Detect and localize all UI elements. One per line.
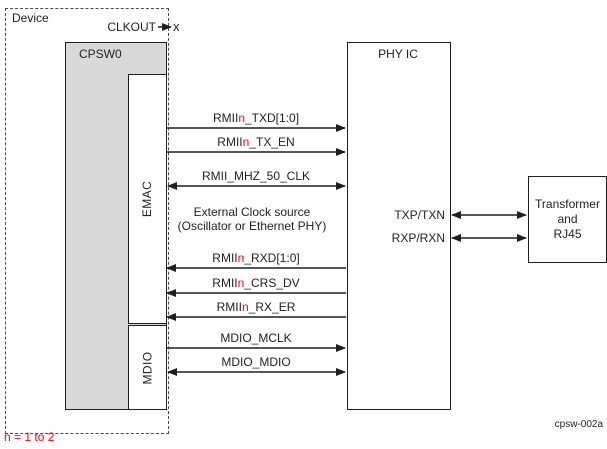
- device-label: Device: [12, 11, 49, 25]
- txp-txn-label: TXP/TXN: [394, 208, 445, 222]
- rmii-crs-dv-prefix: RMII: [212, 276, 238, 290]
- mdio-mdio-label: MDIO_MDIO: [221, 355, 291, 369]
- mdio-box: MDIO: [128, 325, 167, 410]
- no-connect-x-mark: x: [173, 19, 180, 34]
- rmii-txd-prefix: RMII: [212, 111, 239, 125]
- mdio-mclk-label: MDIO_MCLK: [220, 331, 292, 345]
- phy-ic-label: PHY IC: [378, 47, 418, 61]
- external-clock-note-line2: (Oscillator or Ethernet PHY): [177, 219, 327, 234]
- rmii-crs-dv-n-red: n: [237, 276, 245, 290]
- footnote-n-range: n = 1 to 2: [4, 430, 55, 444]
- rmii-rxd-n-red: n: [237, 251, 245, 265]
- rmii-mhz-50-clk-label: RMII_MHZ_50_CLK: [201, 169, 311, 183]
- rmii-tx-en-label: RMIIn_TX_EN: [217, 135, 294, 149]
- rmii-crs-dv-label: RMIIn_CRS_DV: [212, 276, 299, 290]
- rmii-tx-en-n-red: n: [242, 135, 250, 149]
- figure-id: cpsw-002a: [554, 419, 603, 430]
- rmii-rxd-suffix: _RXD[1:0]: [244, 251, 300, 265]
- rmii-txd-label: RMIIn_TXD[1:0]: [213, 111, 299, 125]
- external-clock-note-line1: External Clock source: [193, 205, 311, 219]
- rmii-txd-suffix: _TXD[1:0]: [245, 111, 300, 125]
- clkout-label: CLKOUT: [107, 20, 156, 34]
- rmii-rx-er-prefix: RMII: [216, 300, 242, 314]
- rmii-crs-dv-suffix: _CRS_DV: [244, 276, 300, 290]
- phy-ic-box: [347, 42, 451, 410]
- transformer-rj45-label: Transformer and RJ45: [535, 197, 600, 241]
- rmii-rxd-prefix: RMII: [212, 251, 238, 265]
- rmii-rxd-label: RMIIn_RXD[1:0]: [212, 251, 299, 265]
- rxp-rxn-label: RXP/RXN: [391, 231, 445, 245]
- transformer-rj45-box: Transformer and RJ45: [528, 176, 607, 263]
- external-clock-note: External Clock source (Oscillator or Eth…: [178, 205, 327, 234]
- rmii-rx-er-n-red: n: [241, 300, 249, 314]
- rmii-rx-er-label: RMIIn_RX_ER: [217, 300, 296, 314]
- cpsw0-label: CPSW0: [79, 47, 122, 61]
- emac-box: EMAC: [128, 74, 167, 324]
- rmii-tx-en-suffix: _TX_EN: [249, 135, 295, 149]
- rmii-txd-n-red: n: [238, 111, 245, 125]
- rmii-tx-en-prefix: RMII: [217, 135, 243, 149]
- device-boundary-box: [5, 8, 169, 434]
- rmii-rx-er-suffix: _RX_ER: [248, 300, 296, 314]
